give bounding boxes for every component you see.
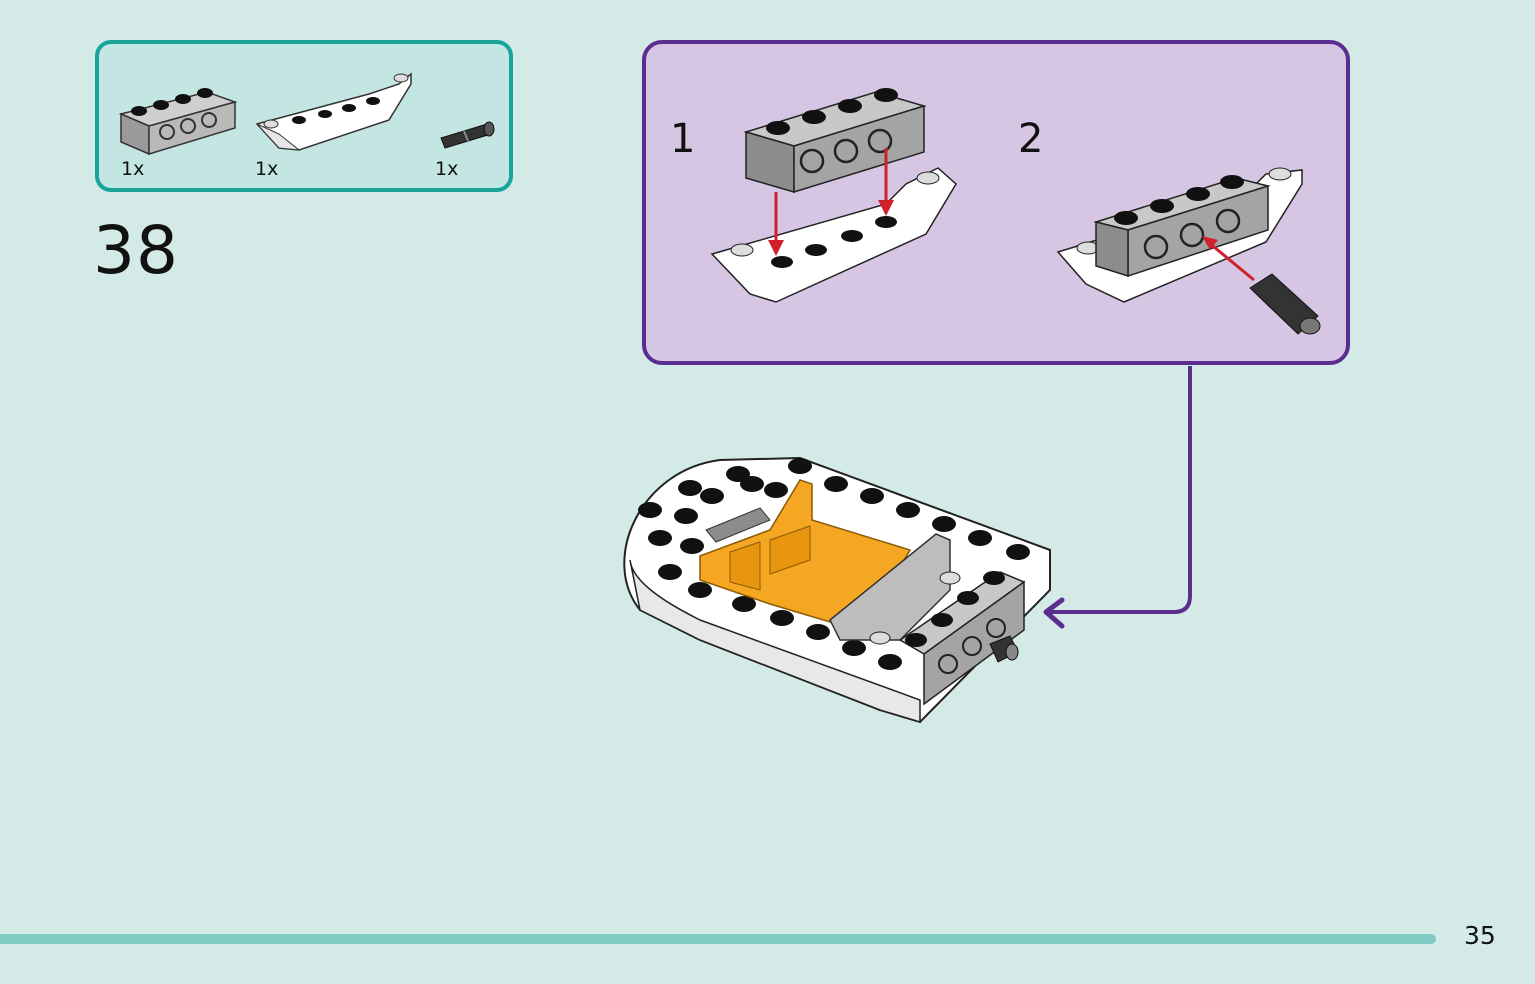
technic-brick-on-model (869, 571, 1026, 706)
part-qty-1: 1x (121, 158, 145, 180)
gray-bar (705, 507, 951, 641)
sub-step-number-2: 2 (1018, 116, 1044, 162)
sub-step-number-1: 1 (670, 116, 696, 162)
bottom-progress-bar (0, 934, 1436, 944)
technic-brick-part (118, 88, 238, 156)
orange-seats (699, 479, 912, 623)
sub-step-1-illustration (710, 88, 957, 303)
sub-step-2-illustration (1056, 167, 1321, 335)
sub-step-illustrations (710, 88, 1321, 335)
technic-pin-part (440, 121, 495, 149)
step-number: 38 (93, 212, 179, 289)
part-qty-3: 1x (435, 158, 459, 180)
sub-step-panel: 1 2 (642, 40, 1350, 365)
parts-illustrations (118, 72, 495, 156)
part-qty-2: 1x (255, 158, 279, 180)
page-number: 35 (1464, 921, 1496, 950)
parts-list-box: 1x 1x 1x (95, 40, 513, 192)
slope-plate-part (255, 72, 412, 151)
